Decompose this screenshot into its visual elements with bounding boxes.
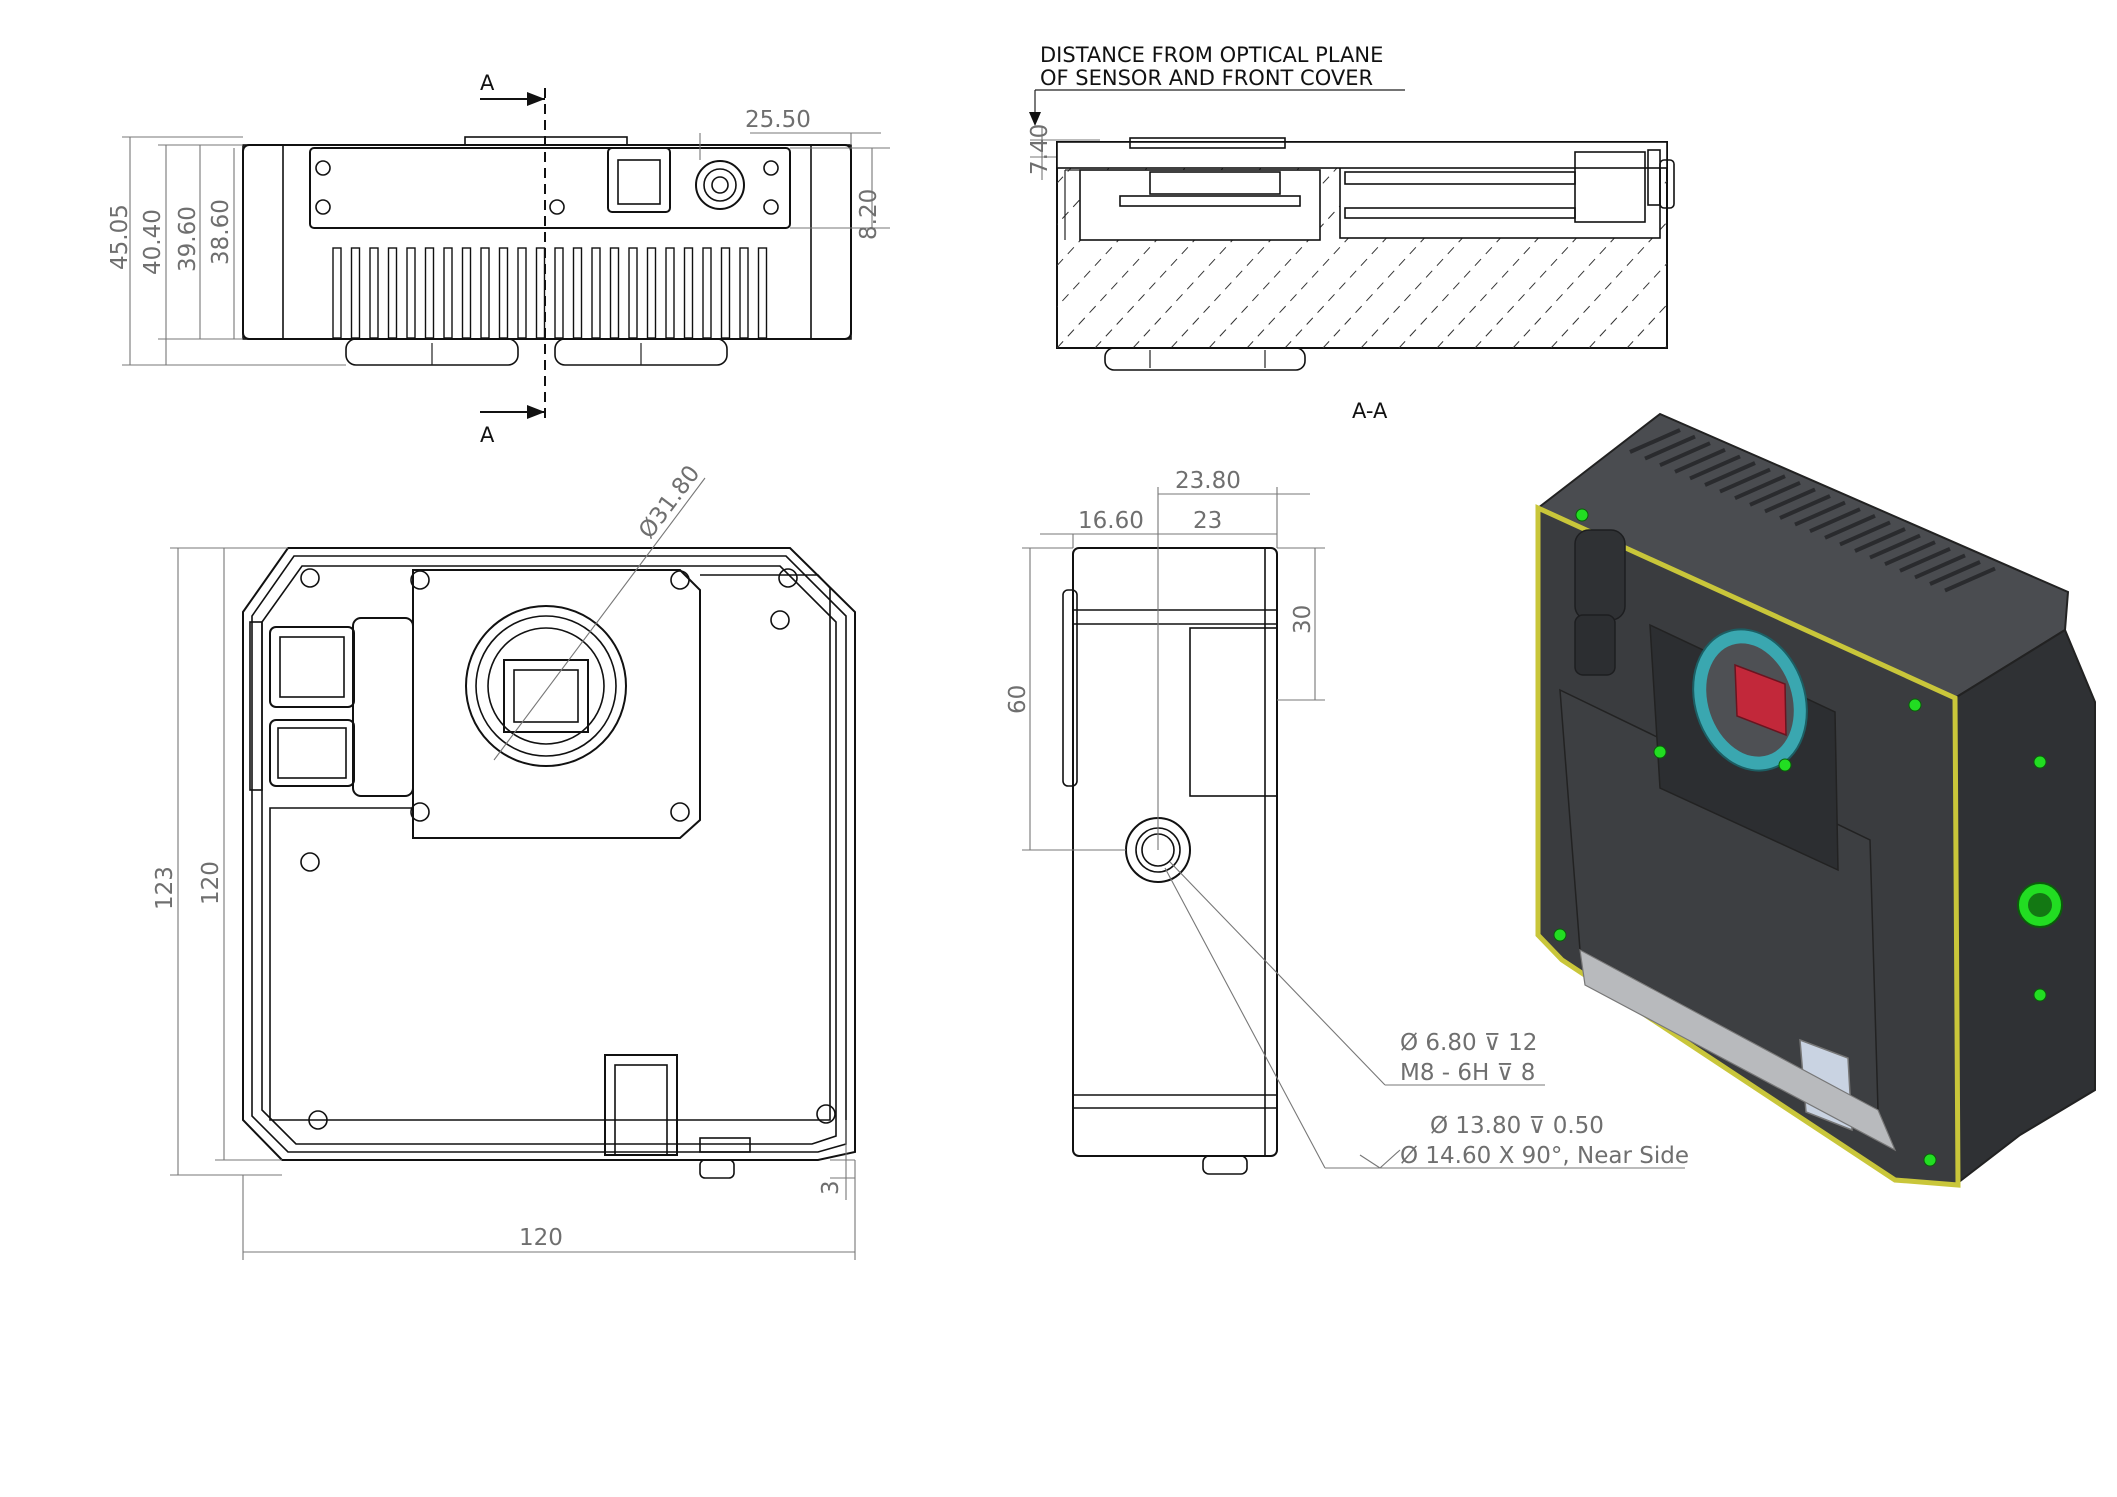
screw-marker <box>1908 698 1922 712</box>
section-hatch-line <box>1741 142 1931 348</box>
vent-slot <box>1659 441 1711 468</box>
vent-slot <box>1719 467 1771 494</box>
section-letter-top: A <box>480 71 495 95</box>
screw-marker <box>1923 1153 1937 1167</box>
heatsink-fin <box>517 247 527 339</box>
heatsink-fin <box>628 247 638 339</box>
dim-120-vertical: 120 <box>198 861 224 905</box>
dim-30: 30 <box>1290 605 1316 634</box>
vent-slot <box>1854 527 1906 553</box>
heatsink-fin <box>683 247 694 339</box>
heatsink-fin <box>332 247 342 339</box>
heatsink-fin <box>535 247 546 339</box>
heatsink-fin <box>609 247 620 339</box>
heatsink-fin <box>591 247 601 339</box>
vent-slot <box>1929 560 1981 586</box>
callout-line1: Ø 6.80 ⊽ 12 <box>1400 1030 1537 1056</box>
heatsink-fin <box>757 247 768 339</box>
vent-slot <box>1764 487 1816 514</box>
dim-3: 3 <box>818 1180 844 1195</box>
dim-16-60: 16.60 <box>1078 508 1144 534</box>
section-note-line2: OF SENSOR AND FRONT COVER <box>1040 66 1373 90</box>
callout-line3: Ø 13.80 ⊽ 0.50 <box>1430 1113 1604 1139</box>
section-hatch-line <box>1931 142 2117 348</box>
vent-slot <box>1674 447 1726 474</box>
heatsink-fin <box>665 247 675 339</box>
isometric-view <box>1535 412 2096 1188</box>
vent-slot <box>1779 494 1831 520</box>
dim-diameter-31-80: Ø31.80 <box>634 461 705 544</box>
heatsink-fin <box>443 247 453 339</box>
section-hatch-line <box>1855 142 2045 348</box>
front-view: A A 45.05 40.40 39.60 38.60 25.50 8.20 <box>107 71 890 447</box>
screw-marker <box>1653 745 1667 759</box>
vent-slot <box>1704 461 1756 487</box>
section-hatch-line <box>1057 142 1096 184</box>
heatsink-fin <box>406 247 416 339</box>
vent-slot <box>1944 566 1996 593</box>
vent-slot <box>1839 520 1891 547</box>
vent-slot <box>1824 513 1876 540</box>
dim-23-80: 23.80 <box>1175 468 1241 494</box>
vent-slot <box>1734 474 1786 501</box>
dim-40-40: 40.40 <box>140 209 166 275</box>
vent-slot <box>1629 428 1681 454</box>
heatsink-fin <box>350 247 361 339</box>
heatsink-fin <box>480 247 490 339</box>
section-hatch-line <box>1893 142 2083 348</box>
vent-slot <box>1644 434 1696 461</box>
dim-60: 60 <box>1005 685 1031 714</box>
heatsink-fin <box>702 247 712 339</box>
heatsink-fin <box>387 247 398 339</box>
heatsink-fin <box>461 247 472 339</box>
dim-25-50: 25.50 <box>745 107 811 133</box>
heatsink-fin <box>424 247 435 339</box>
section-hatch-line <box>1779 142 1969 348</box>
section-hatch-line <box>1817 142 2007 348</box>
screw-marker <box>1553 928 1567 942</box>
vent-slot <box>1914 553 1966 580</box>
callout-line4: Ø 14.60 X 90°, Near Side <box>1400 1143 1689 1169</box>
vent-slot <box>1689 454 1741 481</box>
heatsink-fin <box>369 247 379 339</box>
dim-45-05: 45.05 <box>107 204 133 270</box>
heatsink-fin <box>739 247 749 339</box>
section-letter-bottom: A <box>480 423 495 447</box>
heatsink-fin <box>646 247 657 339</box>
heatsink-fin <box>720 247 731 339</box>
section-label: A-A <box>1352 399 1388 423</box>
vent-slot <box>1794 500 1846 527</box>
section-hatch-line <box>1703 142 1893 348</box>
side-view: 23.80 16.60 23 30 60 Ø 6.80 ⊽ 12 M8 - 6H… <box>1005 468 1689 1175</box>
screw-marker <box>2033 988 2047 1002</box>
heatsink-fin <box>498 247 509 339</box>
dim-38-60: 38.60 <box>208 199 234 265</box>
dim-120-horizontal: 120 <box>519 1225 563 1251</box>
section-note-line1: DISTANCE FROM OPTICAL PLANE <box>1040 43 1383 67</box>
vent-slot <box>1884 540 1936 567</box>
vent-slot <box>1749 480 1801 507</box>
top-view: Ø31.80 123 120 120 3 <box>152 461 856 1260</box>
section-view: DISTANCE FROM OPTICAL PLANE OF SENSOR AN… <box>1027 43 2117 423</box>
callout-line2: M8 - 6H ⊽ 8 <box>1400 1060 1535 1086</box>
dim-123: 123 <box>152 866 178 910</box>
dim-23: 23 <box>1193 508 1222 534</box>
screw-marker <box>2033 755 2047 769</box>
dim-39-60: 39.60 <box>175 206 201 272</box>
section-hatch-line <box>1664 345 1667 348</box>
vent-slot <box>1809 507 1861 534</box>
heatsink-fin <box>572 247 583 339</box>
screw-marker <box>1778 758 1792 772</box>
heatsink-fin <box>554 247 564 339</box>
vent-slot <box>1899 546 1951 573</box>
screw-marker <box>1575 508 1589 522</box>
section-dim-7-40: 7.40 <box>1027 124 1053 175</box>
vent-slot <box>1869 533 1921 560</box>
dim-8-20: 8.20 <box>856 189 882 240</box>
